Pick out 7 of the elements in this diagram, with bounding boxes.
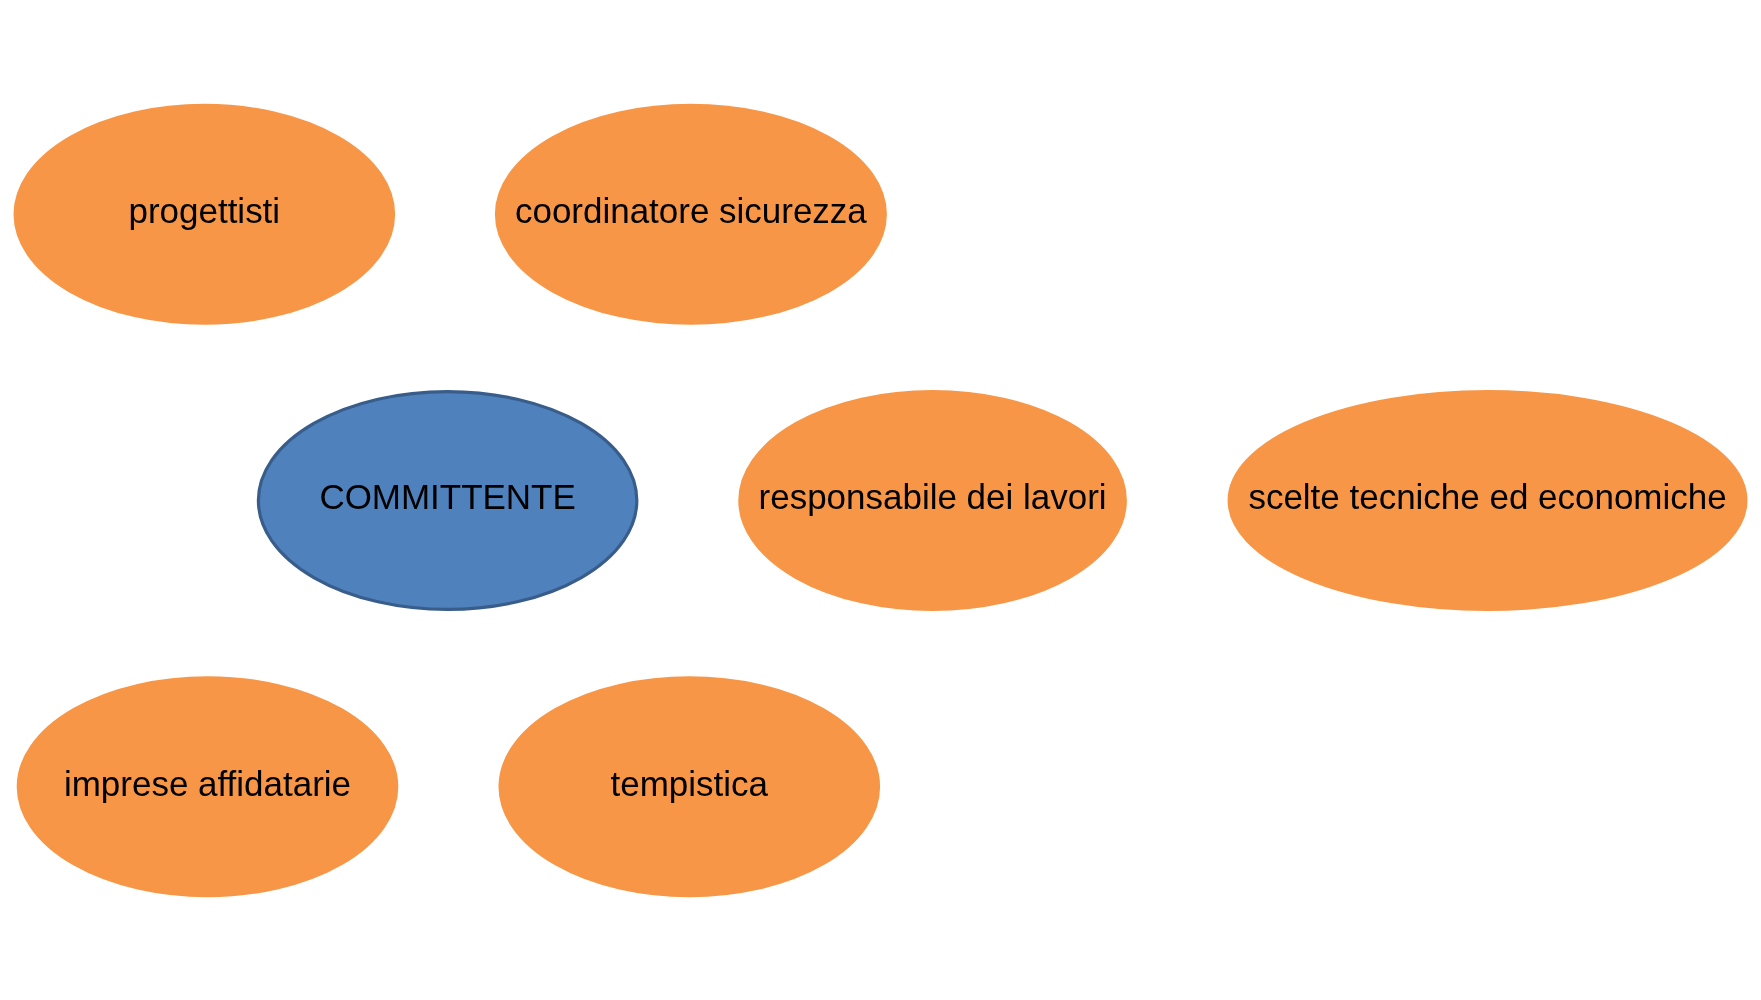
node-ellipse: responsabile dei lavori — [738, 389, 1127, 611]
node-ellipse: imprese affidatarie — [16, 675, 399, 897]
node-ellipse: progettisti — [13, 103, 396, 325]
node-ellipse: coordinatore sicurezza — [494, 103, 887, 325]
node-ellipse: COMMITTENTE — [256, 389, 639, 611]
node-ellipse: tempistica — [498, 675, 881, 897]
node-ellipse: scelte tecniche ed economiche — [1227, 389, 1748, 611]
